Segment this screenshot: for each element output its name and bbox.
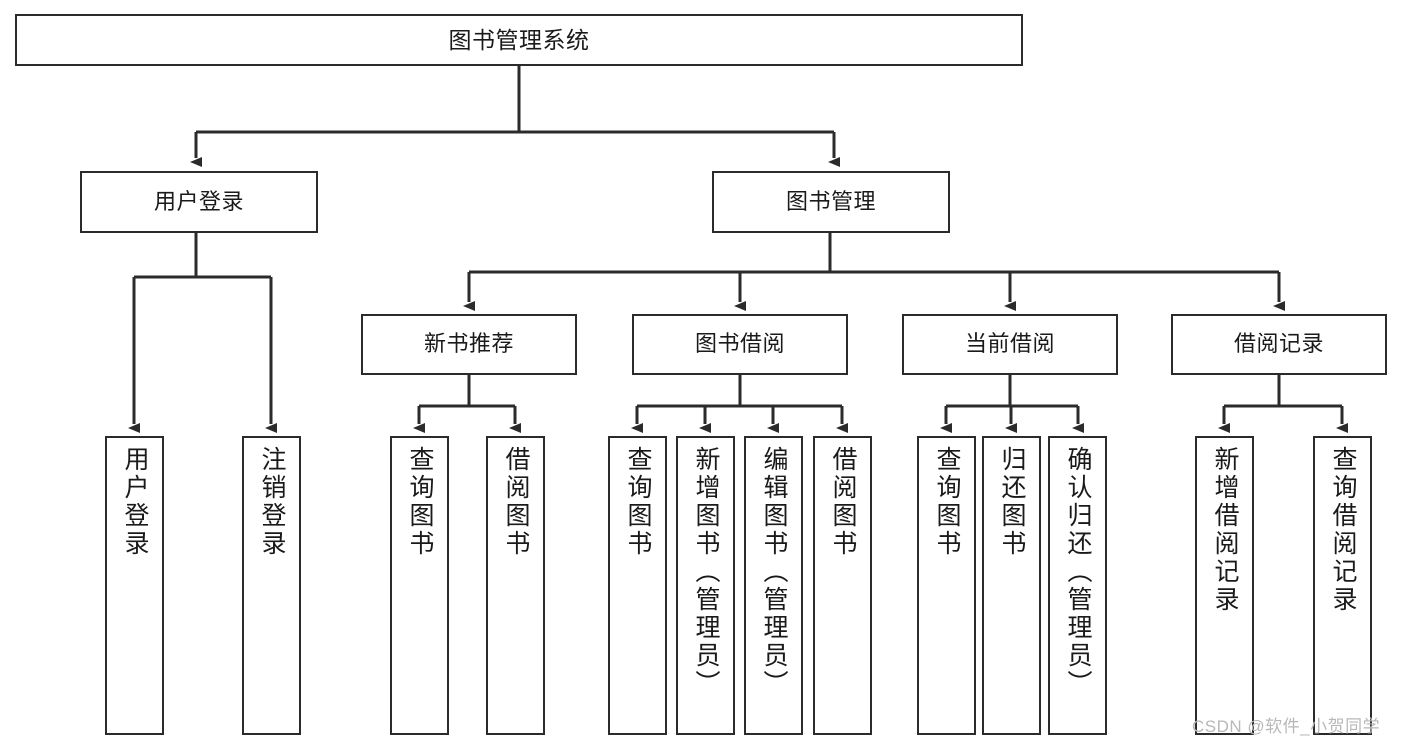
node-label: 查询图书 — [933, 446, 961, 558]
node-label: 借阅记录 — [1233, 331, 1324, 357]
node-root-system[interactable]: 图书管理系统 — [15, 14, 1023, 66]
node-label: 确认归还（管理员） — [1064, 446, 1092, 698]
node-label: 查询图书 — [624, 446, 652, 558]
leaf-book-borrow-borrow[interactable]: 借阅图书 — [813, 436, 872, 735]
leaf-user-login-logout[interactable]: 注销登录 — [242, 436, 301, 735]
node-book-management[interactable]: 图书管理 — [712, 171, 950, 233]
node-label: 查询图书 — [406, 446, 434, 558]
node-label: 图书管理 — [785, 188, 876, 214]
leaf-book-borrow-edit[interactable]: 编辑图书（管理员） — [744, 436, 803, 735]
node-new-book-recommend[interactable]: 新书推荐 — [361, 314, 577, 375]
leaf-borrow-record-add[interactable]: 新增借阅记录 — [1195, 436, 1254, 735]
leaf-new-book-query[interactable]: 查询图书 — [390, 436, 449, 735]
leaf-book-borrow-add[interactable]: 新增图书（管理员） — [676, 436, 735, 735]
node-label: 新增图书（管理员） — [692, 446, 720, 698]
node-label: 借阅图书 — [502, 446, 530, 558]
leaf-book-borrow-query[interactable]: 查询图书 — [608, 436, 667, 735]
node-label: 图书借阅 — [694, 331, 785, 357]
leaf-current-borrow-return[interactable]: 归还图书 — [982, 436, 1041, 735]
node-current-borrow[interactable]: 当前借阅 — [902, 314, 1118, 375]
node-label: 新增借阅记录 — [1211, 446, 1239, 614]
node-label: 归还图书 — [998, 446, 1026, 558]
node-label: 查询借阅记录 — [1329, 446, 1357, 614]
node-label: 图书管理系统 — [448, 26, 590, 53]
leaf-new-book-borrow[interactable]: 借阅图书 — [486, 436, 545, 735]
node-label: 注销登录 — [258, 446, 286, 558]
node-label: 用户登录 — [153, 188, 244, 214]
watermark-text: CSDN @软件_小贺同学 — [1192, 717, 1381, 736]
leaf-borrow-record-query[interactable]: 查询借阅记录 — [1313, 436, 1372, 735]
node-label: 当前借阅 — [964, 331, 1055, 357]
node-label: 用户登录 — [121, 446, 149, 558]
leaf-user-login-login[interactable]: 用户登录 — [105, 436, 164, 735]
leaf-current-borrow-query[interactable]: 查询图书 — [917, 436, 976, 735]
node-book-borrow[interactable]: 图书借阅 — [632, 314, 848, 375]
node-user-login[interactable]: 用户登录 — [80, 171, 318, 233]
node-label: 编辑图书（管理员） — [760, 446, 788, 698]
node-label: 借阅图书 — [829, 446, 857, 558]
leaf-current-borrow-confirm-return[interactable]: 确认归还（管理员） — [1048, 436, 1107, 735]
node-label: 新书推荐 — [423, 331, 514, 357]
node-borrow-record[interactable]: 借阅记录 — [1171, 314, 1387, 375]
